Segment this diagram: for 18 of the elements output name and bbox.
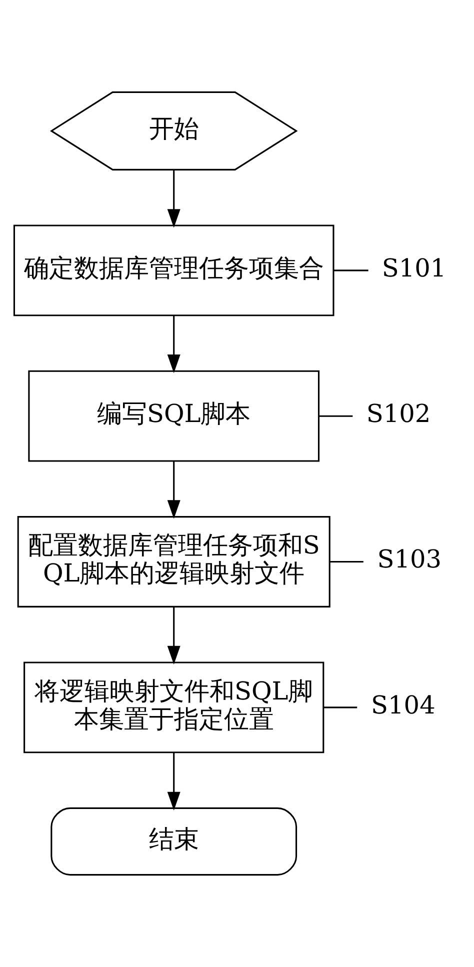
node-box: 编写SQL脚本 — [28, 370, 320, 462]
node-text: S103 — [377, 544, 442, 574]
arrow — [167, 752, 180, 810]
node-text: S101 — [382, 253, 446, 282]
connector — [330, 560, 364, 563]
node-box: 结束 — [50, 807, 298, 876]
connector — [319, 415, 353, 417]
arrow — [167, 606, 180, 664]
connector — [323, 706, 358, 708]
node-text: S104 — [371, 690, 436, 720]
node-text: S102 — [366, 398, 431, 428]
node-box: 配置数据库管理任务项和SQL脚本的逻辑映射文件 — [17, 516, 330, 608]
arrow — [167, 316, 180, 374]
arrow — [167, 461, 180, 519]
node-box: 将逻辑映射文件和SQL脚本集置于指定位置 — [24, 662, 324, 754]
node-box: 确定数据库管理任务项集合 — [13, 224, 334, 316]
arrow — [167, 170, 180, 228]
connector — [334, 270, 368, 272]
